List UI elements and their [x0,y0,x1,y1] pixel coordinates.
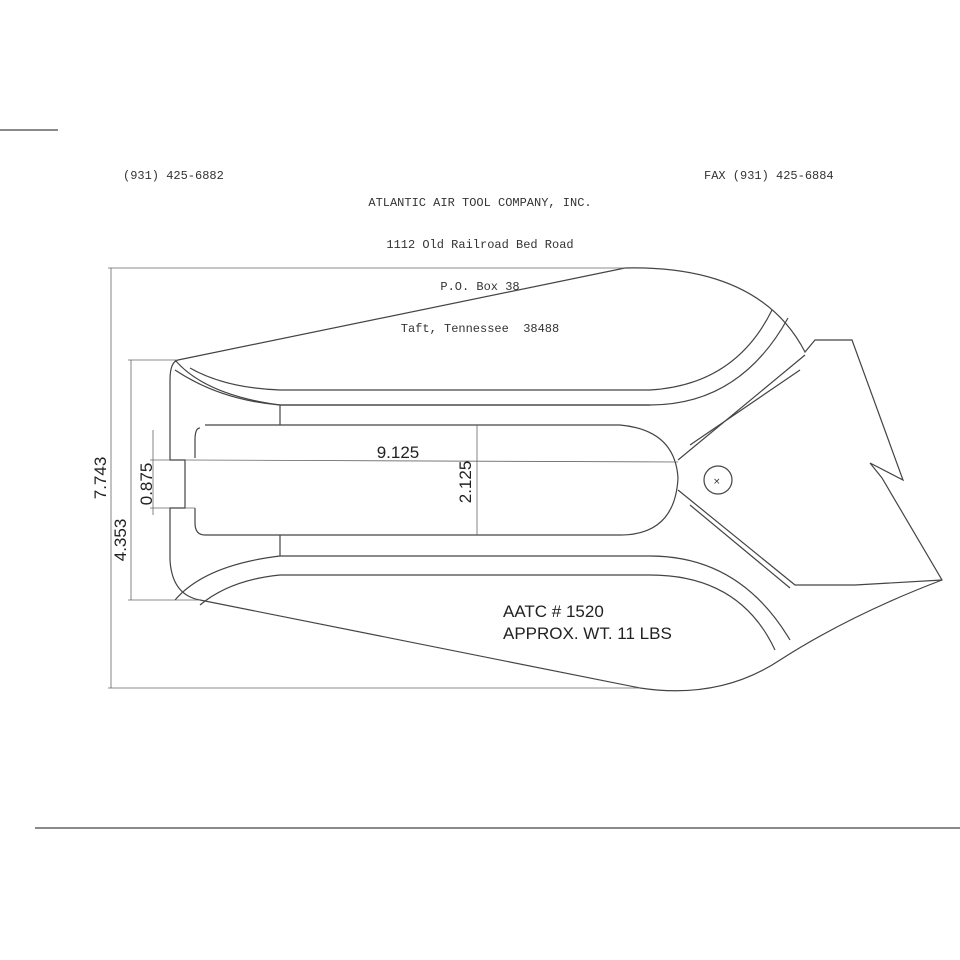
part-outline [169,267,943,692]
neck-upper [677,354,806,461]
neck-lower [677,489,943,586]
dim-length: 9.125 [377,443,420,462]
upper-jaw-channel [189,309,773,391]
lower-jaw-outer-curve [174,555,791,641]
central-slot [194,405,679,556]
dim-lower-height: 4.353 [111,519,130,562]
company-name: ATLANTIC AIR TOOL COMPANY, INC. [368,196,592,210]
company-address-block: ATLANTIC AIR TOOL COMPANY, INC. 1112 Old… [0,168,960,350]
lower-jaw-channel [199,574,776,651]
part-number: AATC # 1520 [503,602,604,621]
dim-width: 2.125 [456,461,475,504]
address-street: 1112 Old Railroad Bed Road [386,238,574,252]
dim-overall-height: 7.743 [91,457,110,500]
upper-jaw-inner-curve [174,369,650,406]
approx-weight: APPROX. WT. 11 LBS [503,624,672,643]
upper-jaw-outer-curve [174,317,789,406]
pivot-hole [703,465,733,495]
phone-number: (931) 425-6882 [123,169,224,183]
pivot-mark-icon: × [713,477,721,487]
fax-number: FAX (931) 425-6884 [704,169,834,183]
head-inner-line [689,369,801,589]
address-city: Taft, Tennessee 38488 [400,322,560,336]
slot-center-line [184,459,679,509]
dim-gap: 0.875 [137,463,156,506]
address-po-box: P.O. Box 38 [440,280,520,294]
